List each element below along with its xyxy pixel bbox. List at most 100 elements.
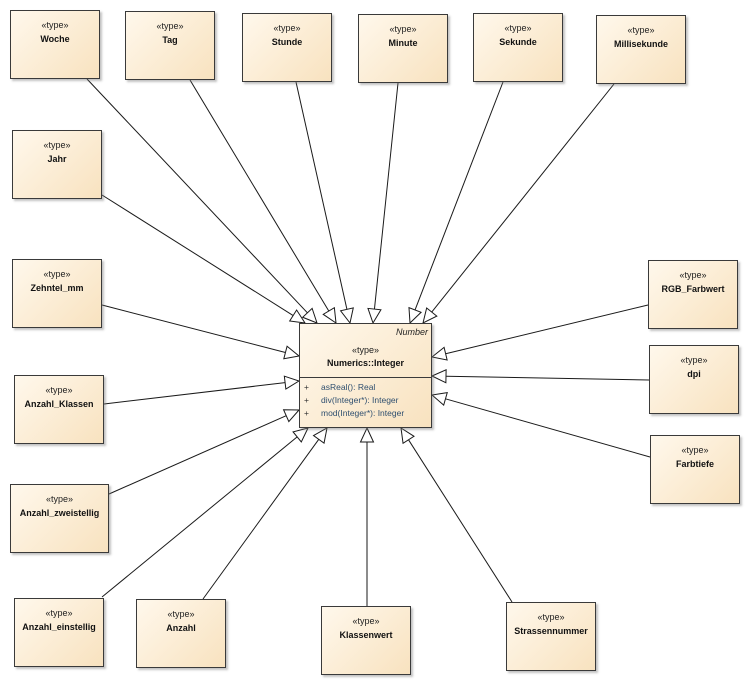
- generalization-line[interactable]: [408, 439, 513, 603]
- type-stereotype: «type»: [167, 609, 195, 619]
- type-box-anzahl-zweistellig[interactable]: «type» Anzahl_zweistellig: [10, 484, 109, 553]
- operation-row[interactable]: + div(Integer*): Integer: [304, 394, 429, 407]
- type-name: RGB_Farbwert: [661, 284, 725, 294]
- generalization-arrowhead: [292, 427, 309, 443]
- type-name: Minute: [388, 38, 418, 48]
- type-stereotype: «type»: [45, 494, 74, 504]
- generalization-arrowhead: [400, 426, 415, 445]
- type-stereotype: «type»: [273, 23, 301, 33]
- type-box-strassennummer[interactable]: «type» Strassennummer: [506, 602, 596, 671]
- generalization-arrowhead: [312, 427, 328, 445]
- generalization-line[interactable]: [202, 439, 320, 600]
- generalization-arrowhead: [359, 426, 375, 443]
- type-stereotype: «type»: [43, 140, 71, 150]
- type-box-klassenwert[interactable]: «type» Klassenwert: [321, 606, 411, 675]
- type-stereotype: «type»: [389, 24, 417, 34]
- type-box-anzahl-einstellig[interactable]: «type» Anzahl_einstellig: [14, 598, 104, 667]
- type-name: Anzahl_zweistellig: [19, 508, 100, 518]
- generalization-arrowhead: [301, 307, 318, 324]
- generalization-line[interactable]: [414, 81, 504, 311]
- generalization-arrowhead: [288, 309, 307, 324]
- type-stereotype: «type»: [45, 608, 73, 618]
- type-box-anzahl-klassen[interactable]: «type» Anzahl_Klassen: [14, 375, 104, 444]
- type-stereotype: «type»: [681, 445, 709, 455]
- generalization-arrowhead: [283, 375, 301, 390]
- type-box-millisekunde[interactable]: «type» Millisekunde: [596, 15, 686, 84]
- type-name: Millisekunde: [613, 39, 668, 49]
- generalization-line[interactable]: [101, 304, 286, 353]
- type-stereotype: «type»: [537, 612, 565, 622]
- generalization-line[interactable]: [101, 436, 298, 598]
- type-box-minute[interactable]: «type» Minute: [358, 14, 448, 83]
- generalization-line[interactable]: [86, 78, 308, 314]
- type-name: Woche: [40, 34, 70, 44]
- type-stereotype: «type»: [627, 25, 655, 35]
- class-name: Numerics::Integer: [326, 358, 405, 368]
- type-box-anzahl[interactable]: «type» Anzahl: [136, 599, 226, 668]
- generalization-line[interactable]: [373, 82, 399, 310]
- generalization-arrowhead: [282, 409, 301, 423]
- generalization-line[interactable]: [445, 375, 650, 381]
- type-box-tag[interactable]: «type» Tag: [125, 11, 215, 80]
- generalization-arrowhead: [422, 307, 438, 324]
- type-name: Strassennummer: [514, 626, 588, 636]
- type-box-sekunde[interactable]: «type» Sekunde: [473, 13, 563, 82]
- generalization-line[interactable]: [295, 81, 348, 310]
- generalization-line[interactable]: [189, 79, 330, 312]
- operation-signature: div(Integer*): Integer: [321, 395, 399, 405]
- type-name: Klassenwert: [339, 630, 393, 640]
- abstract-parent-label: Number: [395, 327, 428, 337]
- generalization-arrowhead: [367, 307, 382, 325]
- type-name: Zehntel_mm: [30, 283, 84, 293]
- operation-signature: asReal(): Real: [321, 382, 376, 392]
- generalization-line[interactable]: [101, 194, 294, 316]
- generalization-arrowhead: [408, 306, 423, 325]
- generalization-line[interactable]: [108, 415, 287, 495]
- generalization-arrowhead: [430, 391, 448, 406]
- operations-list: + asReal(): Real + div(Integer*): Intege…: [304, 381, 429, 420]
- type-box-jahr[interactable]: «type» Jahr: [12, 130, 102, 199]
- type-stereotype: «type»: [352, 616, 380, 626]
- type-name: Stunde: [271, 37, 303, 47]
- type-box-zehntel-mm[interactable]: «type» Zehntel_mm: [12, 259, 102, 328]
- operation-row[interactable]: + mod(Integer*): Integer: [304, 407, 429, 420]
- type-box-woche[interactable]: «type» Woche: [10, 10, 100, 79]
- type-name: dpi: [687, 369, 701, 379]
- type-box-rgb-farbwert[interactable]: «type» RGB_Farbwert: [648, 260, 738, 329]
- operation-signature: mod(Integer*): Integer: [321, 408, 405, 418]
- type-name: Anzahl: [166, 623, 196, 633]
- type-stereotype: «type»: [504, 23, 532, 33]
- type-stereotype: «type»: [680, 355, 708, 365]
- class-numerics-integer[interactable]: Number «type» Numerics::Integer + asReal…: [299, 323, 432, 428]
- type-stereotype: «type»: [43, 269, 71, 279]
- type-box-dpi[interactable]: «type» dpi: [649, 345, 739, 414]
- operations-divider: [300, 377, 431, 378]
- generalization-line[interactable]: [445, 398, 651, 458]
- generalization-line[interactable]: [431, 83, 615, 313]
- type-name: Anzahl_Klassen: [24, 399, 94, 409]
- generalization-arrowhead: [339, 307, 354, 325]
- type-stereotype: «type»: [156, 21, 184, 31]
- type-name: Farbtiefe: [675, 459, 714, 469]
- generalization-arrowhead: [322, 306, 337, 325]
- type-name: Tag: [162, 35, 178, 45]
- type-stereotype: «type»: [679, 270, 707, 280]
- type-box-stunde[interactable]: «type» Stunde: [242, 13, 332, 82]
- type-name: Sekunde: [499, 37, 537, 47]
- type-stereotype: «type»: [41, 20, 69, 30]
- operation-visibility: +: [304, 382, 309, 392]
- class-stereotype: «type»: [351, 345, 380, 355]
- generalization-arrowhead: [430, 368, 447, 384]
- generalization-arrowhead: [283, 345, 301, 360]
- type-name: Jahr: [47, 154, 67, 164]
- type-box-farbtiefe[interactable]: «type» Farbtiefe: [650, 435, 740, 504]
- generalization-arrowhead: [430, 346, 448, 361]
- type-stereotype: «type»: [45, 385, 73, 395]
- generalization-line[interactable]: [103, 382, 286, 405]
- operation-row[interactable]: + asReal(): Real: [304, 381, 429, 394]
- generalization-line[interactable]: [445, 304, 649, 355]
- operation-visibility: +: [304, 408, 309, 418]
- operation-visibility: +: [304, 395, 309, 405]
